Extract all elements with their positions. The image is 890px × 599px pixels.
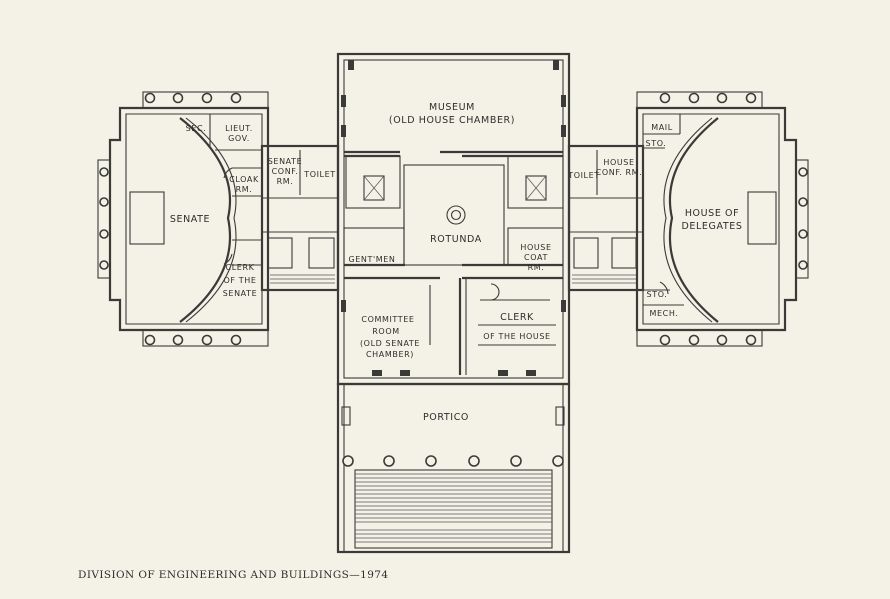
- label-sec: SEC.: [186, 124, 207, 133]
- label-senate-conf-1: SENATE: [268, 157, 303, 166]
- label-committee-2: ROOM: [372, 327, 399, 336]
- label-rotunda: ROTUNDA: [430, 234, 482, 245]
- label-sto-top: STO.: [646, 139, 667, 148]
- label-committee-1: COMMITTEE: [361, 315, 414, 324]
- label-house-conf-2: CONF. RM.: [596, 168, 643, 177]
- label-committee-3: (OLD SENATE: [360, 339, 420, 348]
- room-labels: MUSEUM (OLD HOUSE CHAMBER) SEC. LIEUT. G…: [170, 102, 743, 423]
- footer-credit: DIVISION OF ENGINEERING AND BUILDINGS—19…: [78, 569, 389, 581]
- label-gentmen: GENT'MEN: [348, 255, 395, 264]
- portico: [336, 382, 571, 554]
- label-toilet-right: TOILET: [567, 171, 600, 180]
- label-cloak-2: RM.: [236, 185, 253, 194]
- label-lieut-gov-1: LIEUT.: [225, 124, 253, 133]
- label-house-delegates-1: HOUSE OF: [685, 208, 739, 219]
- label-clerk-senate-2: OF THE: [224, 276, 257, 285]
- label-house-coat-1: HOUSE: [520, 243, 551, 252]
- label-house-conf-1: HOUSE: [603, 158, 634, 167]
- label-clerk-senate-3: SENATE: [223, 289, 258, 298]
- central-pilasters: [341, 60, 566, 376]
- label-clerk-house-2: OF THE HOUSE: [483, 332, 550, 341]
- label-museum-sub: (OLD HOUSE CHAMBER): [389, 115, 515, 126]
- label-senate-conf-3: RM.: [277, 177, 294, 186]
- label-mech: MECH.: [650, 309, 679, 318]
- label-lieut-gov-2: GOV.: [228, 134, 250, 143]
- label-committee-4: CHAMBER): [366, 350, 414, 359]
- label-toilet-left: TOILET: [303, 170, 336, 179]
- label-house-coat-3: RM.: [528, 263, 545, 272]
- label-house-coat-2: COAT: [524, 253, 548, 262]
- label-clerk-house-1: CLERK: [500, 312, 534, 323]
- label-museum: MUSEUM: [429, 102, 475, 113]
- house-wing: [635, 91, 809, 347]
- label-portico: PORTICO: [423, 412, 469, 423]
- label-senate-conf-2: CONF.: [272, 167, 299, 176]
- senate-wing: [97, 91, 270, 347]
- label-cloak-1: CLOAK: [229, 175, 259, 184]
- label-clerk-senate-1: CLERK: [226, 263, 255, 272]
- label-sto-bottom: STO.: [647, 290, 668, 299]
- label-senate: SENATE: [170, 214, 210, 225]
- label-mail: MAIL: [651, 123, 673, 132]
- label-house-delegates-2: DELEGATES: [682, 221, 743, 232]
